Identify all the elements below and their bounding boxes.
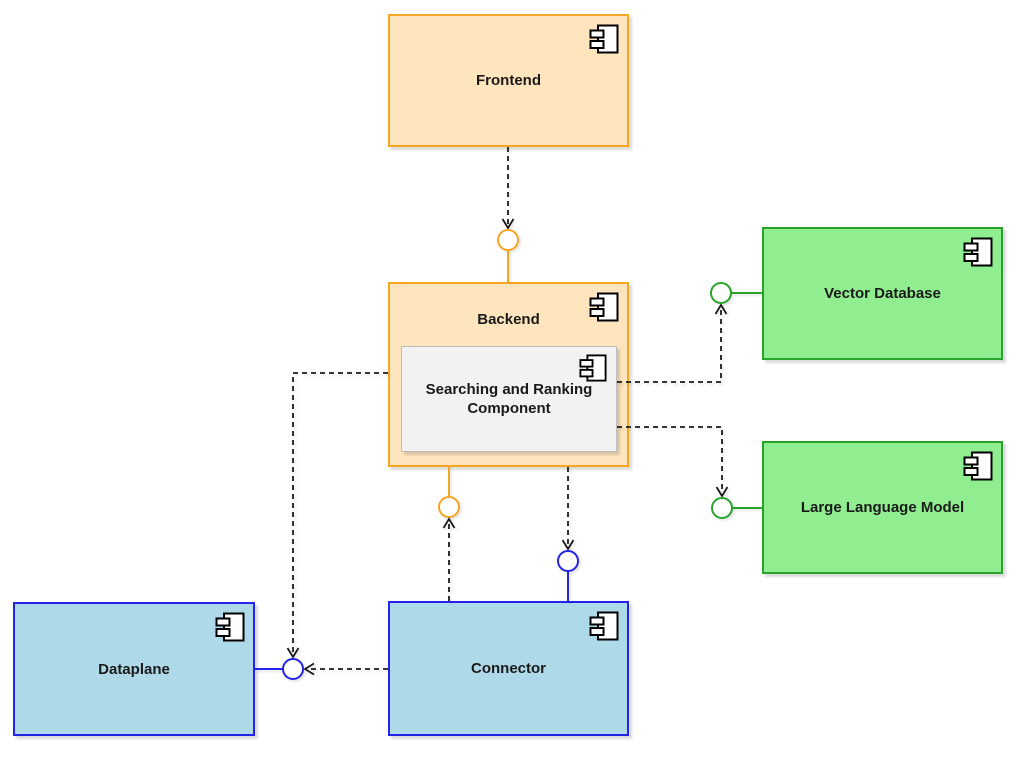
searching-ranking-component: Searching and Ranking Component — [401, 346, 617, 452]
dataplane-component: Dataplane — [13, 602, 255, 736]
interface-lollipop-dataplane-right — [255, 658, 304, 680]
searching-ranking-label: Searching and Ranking Component — [425, 381, 593, 417]
uml-component-icon — [215, 612, 245, 642]
uml-component-icon — [589, 24, 619, 54]
interface-lollipop-backend-bottom — [438, 467, 460, 518]
uml-component-icon — [589, 292, 619, 322]
frontend-component: Frontend — [388, 14, 629, 147]
uml-component-icon — [963, 451, 993, 481]
connector-label: Connector — [471, 660, 546, 677]
backend-label: Backend — [477, 311, 540, 328]
uml-component-icon — [589, 611, 619, 641]
edge-connector-to-backend — [442, 517, 456, 601]
interface-lollipop-vector-database-left — [710, 282, 762, 304]
uml-component-icon — [579, 354, 607, 382]
edge-backend-to-connector — [561, 467, 575, 551]
edge-searching-to-llm — [617, 426, 729, 498]
vector-database-component: Vector Database — [762, 227, 1003, 360]
uml-component-icon — [963, 237, 993, 267]
vector-database-label: Vector Database — [824, 285, 941, 302]
edge-searching-to-vector-database — [617, 303, 728, 383]
interface-lollipop-llm-left — [711, 497, 762, 519]
connector-component: Connector — [388, 601, 629, 736]
llm-component: Large Language Model — [762, 441, 1003, 574]
llm-label: Large Language Model — [800, 499, 965, 516]
edge-frontend-to-backend — [501, 147, 515, 230]
interface-lollipop-backend-top — [497, 229, 519, 282]
dataplane-label: Dataplane — [98, 660, 170, 678]
edge-connector-to-dataplane — [303, 662, 388, 676]
edge-backend-to-dataplane — [286, 372, 388, 659]
interface-lollipop-connector-top — [557, 550, 579, 601]
frontend-label: Frontend — [476, 72, 541, 89]
